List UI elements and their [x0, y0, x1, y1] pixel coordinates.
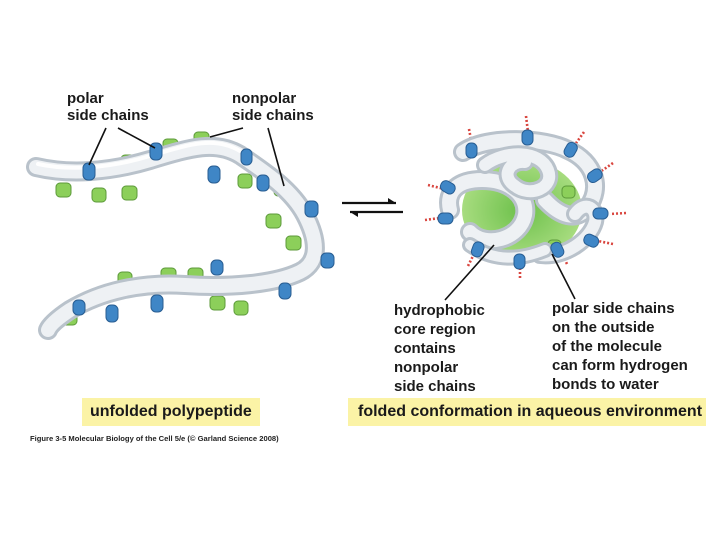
folded-protein [424, 115, 627, 278]
figure-credit: Figure 3-5 Molecular Biology of the Cell… [30, 434, 279, 443]
label-pointers-unfolded [88, 127, 285, 187]
unfolded-caption: unfolded polypeptide [82, 398, 260, 426]
equilibrium-arrows-icon [342, 198, 403, 217]
folded-backbone [439, 130, 605, 266]
hydrophobic-core-label: hydrophobic core region contains nonpola… [394, 302, 485, 395]
nonpolar-side-chains-label: nonpolar side chains [232, 90, 314, 124]
label-pointers-folded [444, 244, 576, 301]
unfolded-polypeptide [26, 131, 335, 340]
polar-side-chains-folded [437, 129, 609, 270]
folded-caption: folded conformation in aqueous environme… [348, 398, 706, 426]
polar-side-chains-unfolded [72, 142, 335, 323]
polar-side-chains-label: polar side chains [67, 90, 149, 124]
polar-outside-label: polar side chains on the outside of the … [552, 300, 688, 393]
